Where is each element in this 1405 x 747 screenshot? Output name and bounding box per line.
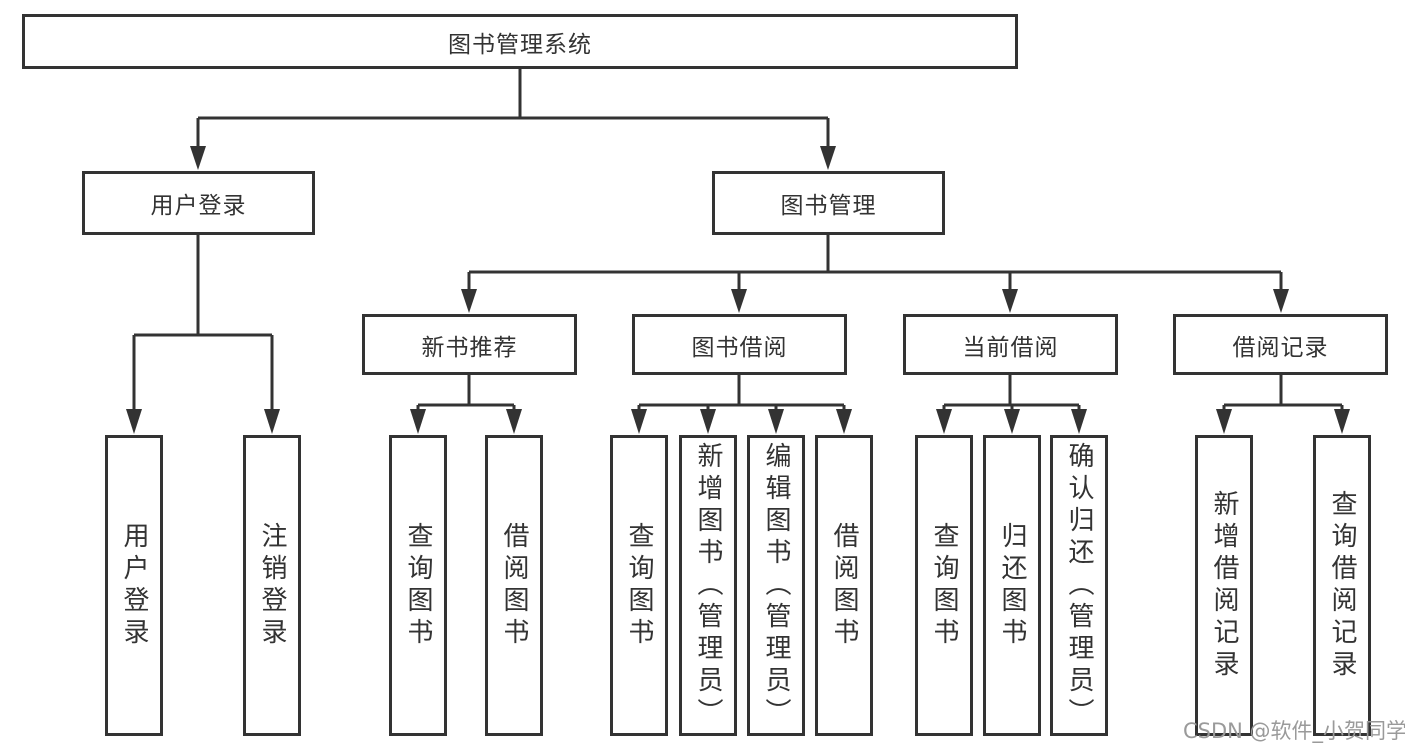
connector-root-to-level2 xyxy=(196,68,830,150)
arrowheads-mgmt-level3 xyxy=(461,289,1289,313)
node-borrow-add-books-admin: 新增图书（管理员） xyxy=(679,435,737,736)
node-label: 借阅记录 xyxy=(1232,334,1329,361)
arrowhead-icon xyxy=(820,146,836,170)
connector-records-to-leaves xyxy=(1222,374,1344,412)
arrowhead-icon xyxy=(1216,409,1232,434)
node-label: 新书推荐 xyxy=(421,334,518,361)
arrowhead-icon xyxy=(1002,289,1018,313)
node-label: 图书管理 xyxy=(780,193,877,219)
node-label: 新增借阅记录 xyxy=(1209,489,1239,682)
node-label: 查询借阅记录 xyxy=(1327,489,1357,682)
node-label: 用户登录 xyxy=(119,521,149,650)
arrowhead-icon xyxy=(836,409,852,434)
arrowhead-icon xyxy=(768,409,784,434)
node-label: 注销登录 xyxy=(257,521,287,650)
node-library-management-system: 图书管理系统 xyxy=(22,14,1018,69)
arrowheads-current-leaves xyxy=(936,409,1087,434)
node-label: 归还图书 xyxy=(997,521,1027,650)
arrowhead-icon xyxy=(410,409,426,434)
arrowhead-icon xyxy=(264,409,280,434)
arrowhead-icon xyxy=(731,289,747,313)
arrowhead-icon xyxy=(700,409,716,434)
csdn-watermark: CSDN @软件_小贺同学 xyxy=(1183,719,1405,743)
connector-recommend-to-leaves xyxy=(416,374,516,412)
node-user-login: 用户登录 xyxy=(82,171,315,235)
node-label: 图书借阅 xyxy=(691,334,788,361)
connector-borrow-to-leaves xyxy=(637,374,846,412)
node-label: 新增图书（管理员） xyxy=(693,441,723,730)
node-label: 查询图书 xyxy=(929,521,959,650)
arrowheads-records-leaves xyxy=(1216,409,1350,434)
arrowhead-icon xyxy=(1273,289,1289,313)
node-label: 借阅图书 xyxy=(829,521,859,650)
node-label: 借阅图书 xyxy=(499,521,529,650)
node-label: 用户登录 xyxy=(150,193,247,219)
node-leaf-logout: 注销登录 xyxy=(243,435,301,736)
node-borrow-edit-books-admin: 编辑图书（管理员） xyxy=(747,435,805,736)
node-label: 图书管理系统 xyxy=(448,31,592,58)
node-borrow-query-books: 查询图书 xyxy=(610,435,668,736)
connector-login-to-leaves xyxy=(132,234,274,412)
node-current-return-books: 归还图书 xyxy=(983,435,1041,736)
arrowhead-icon xyxy=(506,409,522,434)
node-label: 查询图书 xyxy=(403,521,433,650)
arrowhead-icon xyxy=(1071,409,1087,434)
node-label: 确认归还（管理员） xyxy=(1064,441,1094,730)
arrowhead-icon xyxy=(936,409,952,434)
node-book-management: 图书管理 xyxy=(712,171,945,235)
arrowheads-login-leaves xyxy=(126,409,280,434)
node-recommend-query-books: 查询图书 xyxy=(389,435,447,736)
arrowhead-icon xyxy=(190,146,206,170)
node-current-confirm-return-admin: 确认归还（管理员） xyxy=(1050,435,1108,736)
node-label: 编辑图书（管理员） xyxy=(761,441,791,730)
node-current-borrow: 当前借阅 xyxy=(903,314,1118,375)
arrowhead-icon xyxy=(461,289,477,313)
node-borrow-records: 借阅记录 xyxy=(1173,314,1388,375)
node-recommend-borrow-books: 借阅图书 xyxy=(485,435,543,736)
arrowhead-icon xyxy=(126,409,142,434)
node-label: 当前借阅 xyxy=(962,334,1059,361)
connector-current-to-leaves xyxy=(942,374,1081,412)
node-records-query-record: 查询借阅记录 xyxy=(1313,435,1371,736)
arrowhead-icon xyxy=(631,409,647,434)
node-label: 查询图书 xyxy=(624,521,654,650)
node-new-book-recommend: 新书推荐 xyxy=(362,314,577,375)
node-current-query-books: 查询图书 xyxy=(915,435,973,736)
arrowhead-icon xyxy=(1004,409,1020,434)
node-book-borrow: 图书借阅 xyxy=(632,314,847,375)
arrowheads-recommend-leaves xyxy=(410,409,522,434)
arrowheads-borrow-leaves xyxy=(631,409,852,434)
arrowhead-icon xyxy=(1334,409,1350,434)
node-borrow-borrow-books: 借阅图书 xyxy=(815,435,873,736)
node-records-add-record: 新增借阅记录 xyxy=(1195,435,1253,736)
node-leaf-user-login: 用户登录 xyxy=(105,435,163,736)
arrowheads-root-to-level2 xyxy=(190,146,836,170)
connector-mgmt-to-level3 xyxy=(467,234,1283,292)
